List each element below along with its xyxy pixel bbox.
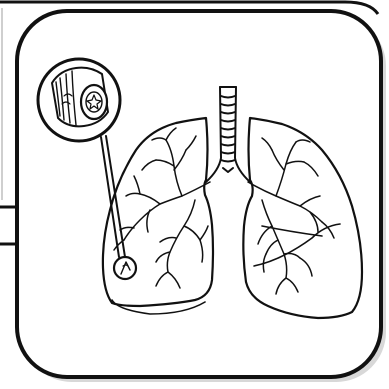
- bronchus-cross-section-icon: [38, 59, 120, 141]
- magnifier-circle-icon: [114, 257, 136, 279]
